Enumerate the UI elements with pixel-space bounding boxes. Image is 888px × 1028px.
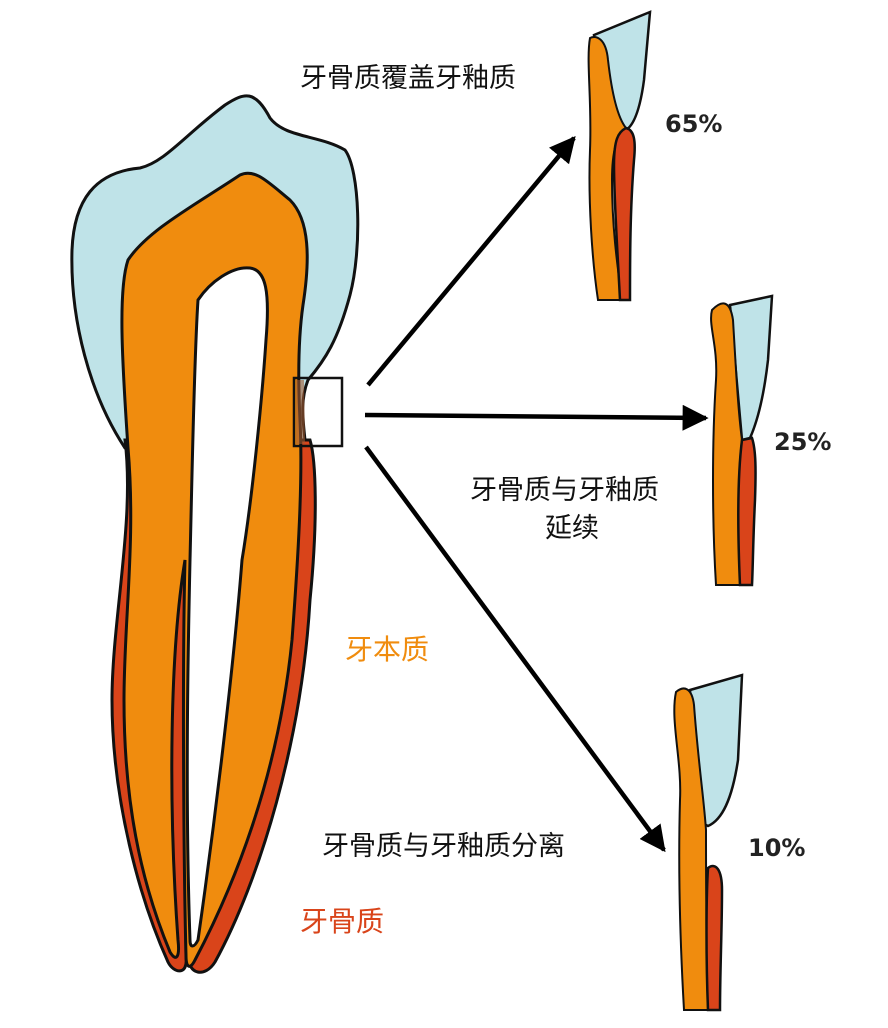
label-dentin: 牙本质	[345, 633, 430, 666]
arrow-to-continuous	[364, 404, 709, 431]
detail-continuous	[710, 294, 774, 587]
caption-overlap: 牙骨质覆盖牙釉质	[300, 63, 516, 94]
percent-continuous: 25%	[774, 428, 832, 456]
cej-highlight-box	[292, 376, 344, 448]
caption-continuous-line2: 延续	[545, 513, 599, 544]
arrow-to-overlap	[366, 136, 576, 387]
arrow-to-gap	[364, 445, 666, 853]
tooth	[70, 94, 360, 974]
detail-overlap	[587, 10, 652, 302]
percent-gap: 10%	[748, 834, 806, 862]
detail-gap	[673, 673, 744, 1012]
percent-overlap: 65%	[665, 110, 723, 138]
label-cementum: 牙骨质	[300, 905, 385, 938]
caption-continuous-line1: 牙骨质与牙釉质	[470, 475, 659, 506]
caption-gap: 牙骨质与牙釉质分离	[322, 831, 565, 862]
pulp	[185, 266, 269, 948]
